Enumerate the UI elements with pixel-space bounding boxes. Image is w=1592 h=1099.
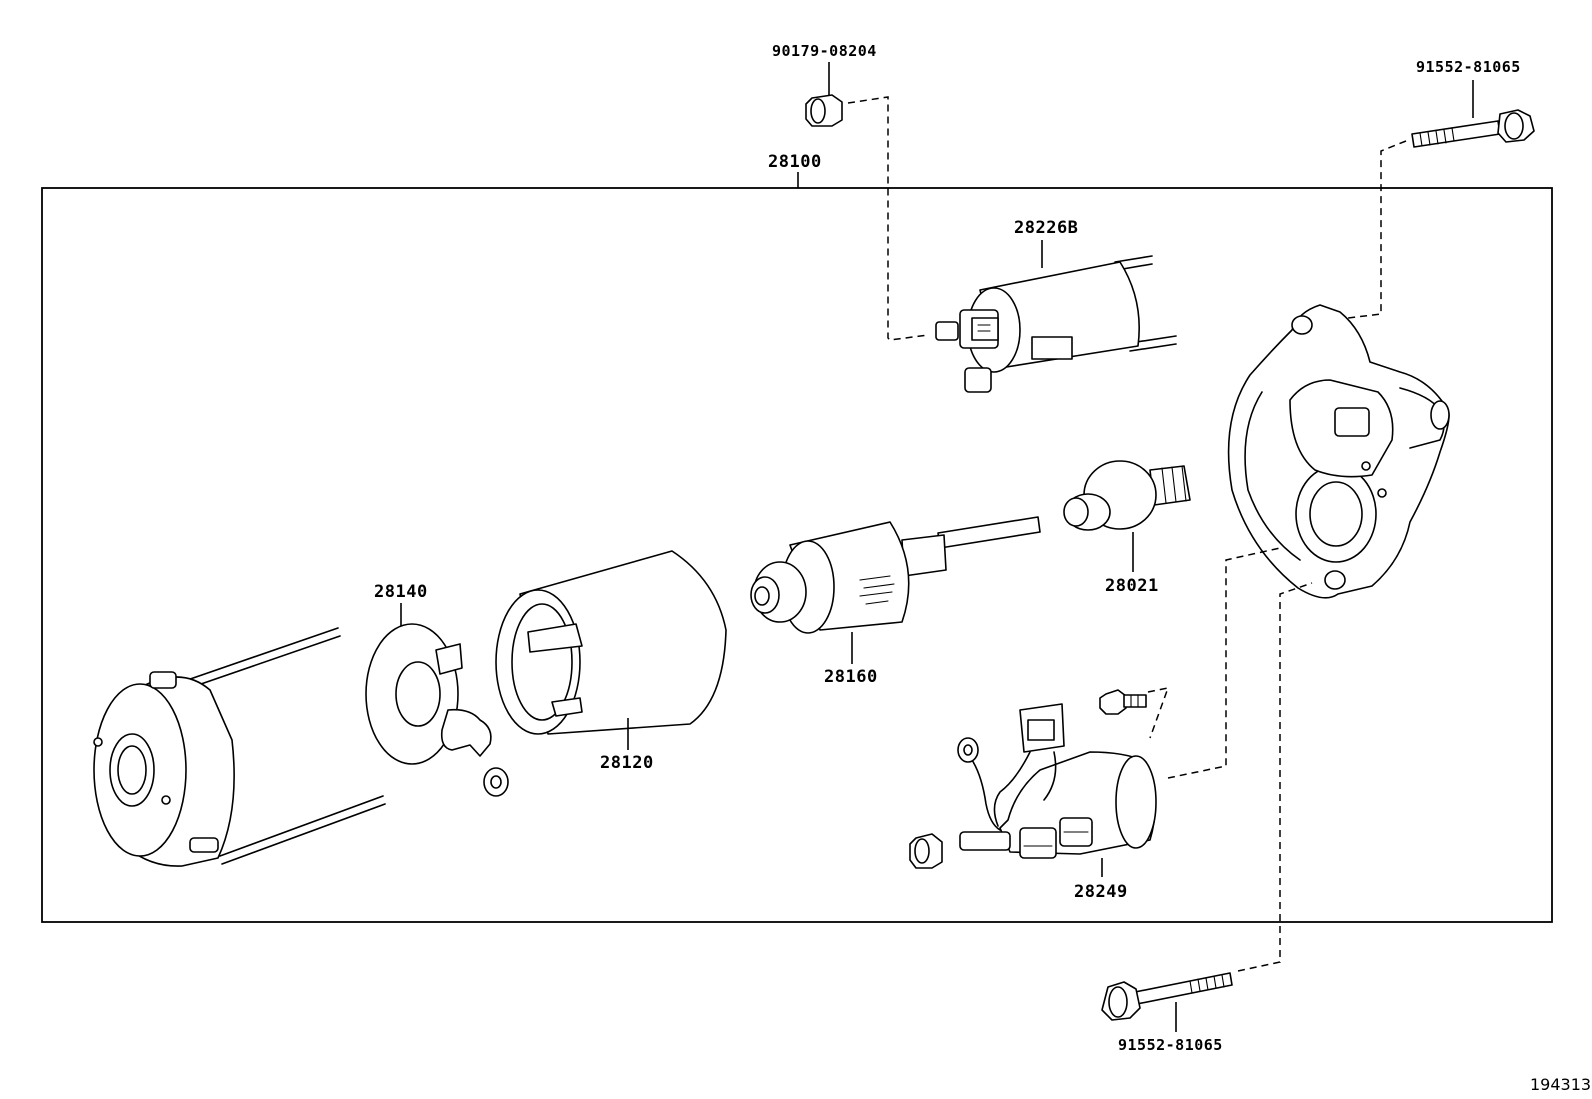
yoke-part	[495, 550, 727, 735]
pinion-clutch-part	[1063, 460, 1191, 531]
small-nut-part	[909, 833, 943, 869]
label-solenoid[interactable]: 28226B	[1014, 218, 1078, 238]
label-brush-holder[interactable]: 28140	[374, 582, 428, 602]
solenoid-part	[935, 255, 1177, 393]
label-yoke-part-number[interactable]: 28120	[600, 753, 654, 773]
bolt-top-right-part	[1411, 109, 1535, 148]
label-pinion-clutch[interactable]: 28021	[1105, 576, 1159, 596]
label-bolt-top-right[interactable]: 91552-81065	[1416, 58, 1521, 76]
assembly-frame	[41, 187, 1553, 923]
label-bolt-bottom[interactable]: 91552-81065	[1118, 1036, 1223, 1054]
magnetic-switch-part	[957, 703, 1157, 859]
rear-end-frame-part	[93, 627, 386, 867]
drive-housing	[1227, 304, 1450, 599]
label-armature-text[interactable]: 28160	[824, 667, 878, 687]
bolt-bottom-part	[1101, 972, 1233, 1021]
armature-part	[750, 516, 1041, 634]
nut-top-part	[805, 94, 843, 127]
diagram-reference-number: 194313	[1530, 1075, 1591, 1094]
brush-holder-part	[365, 623, 509, 797]
label-nut-top[interactable]: 90179-08204	[772, 42, 877, 60]
label-magnetic-switch[interactable]: 28249	[1074, 882, 1128, 902]
label-assembly[interactable]: 28100	[768, 152, 822, 172]
small-screw-part	[1099, 689, 1147, 715]
